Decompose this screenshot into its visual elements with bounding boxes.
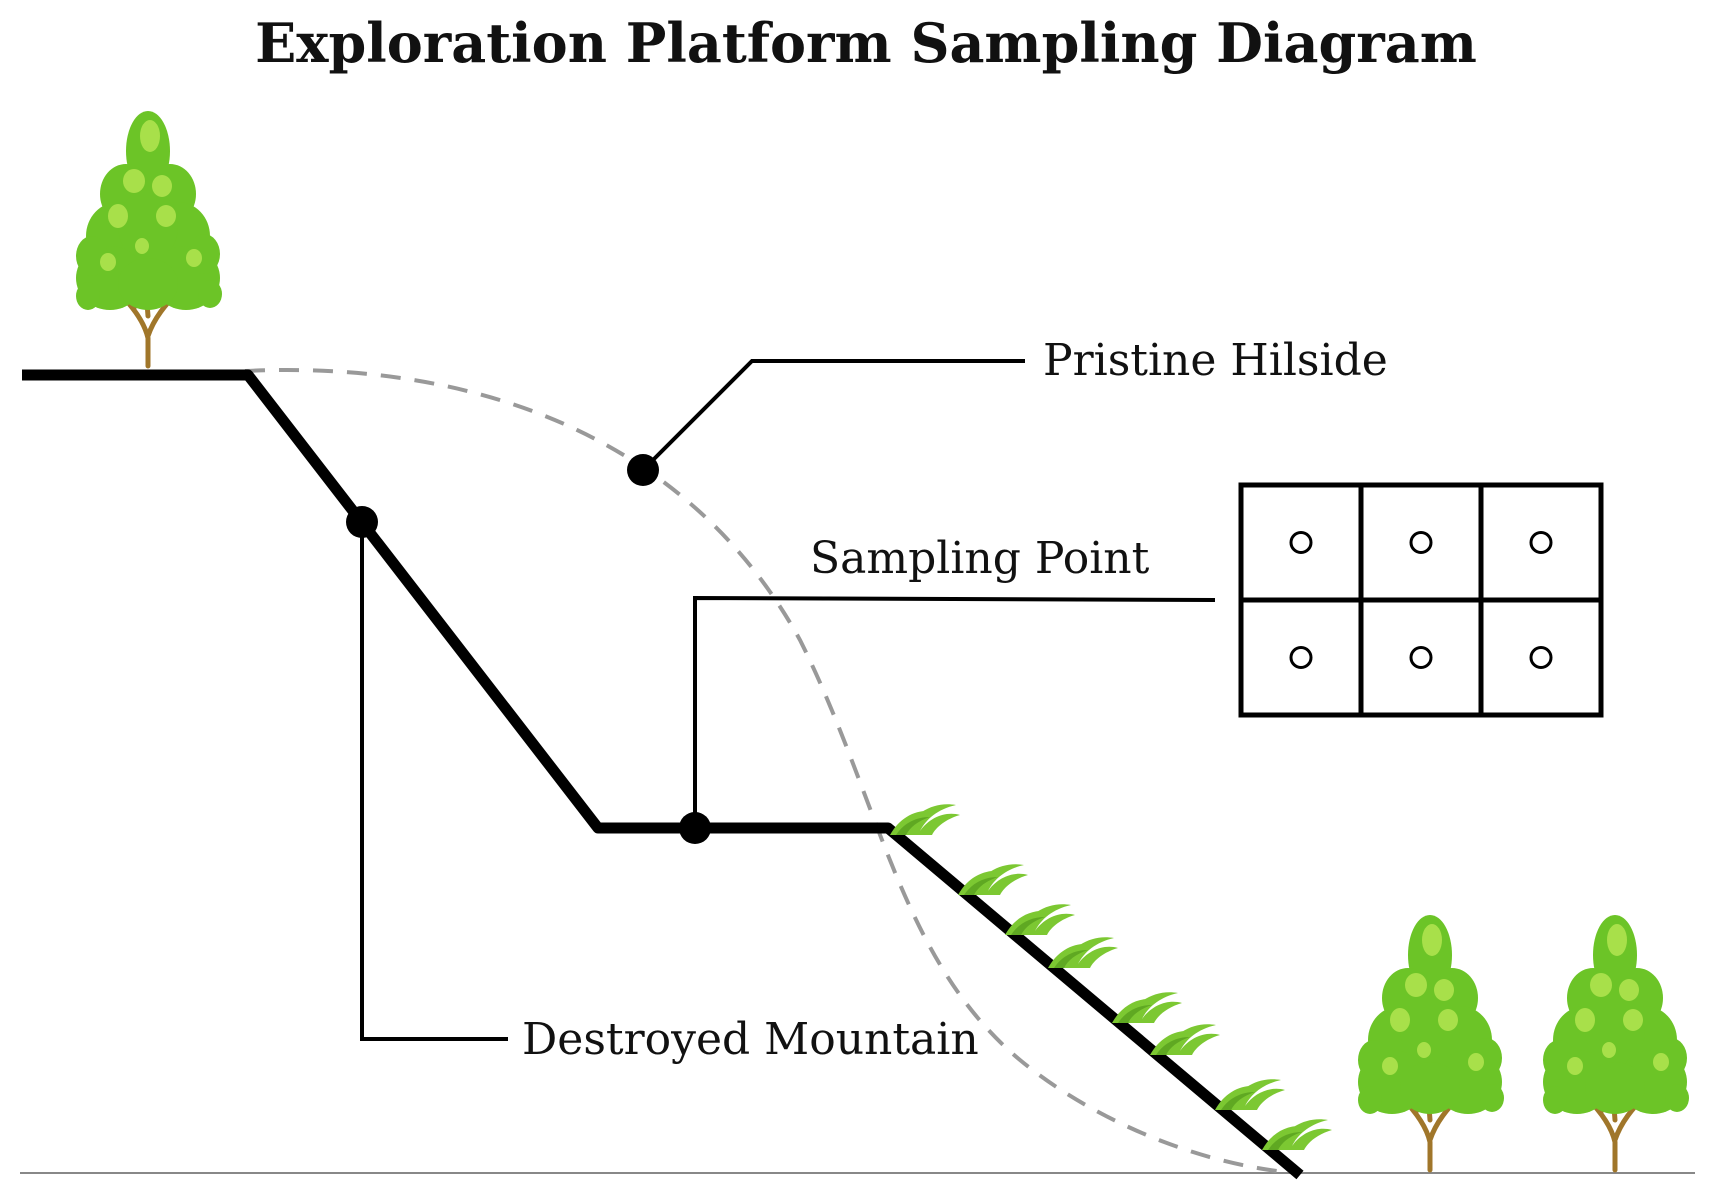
grass-icon	[1215, 1079, 1285, 1110]
sampling-grid-cell	[1358, 597, 1484, 718]
pristine-hillside-label: Pristine Hilside	[1043, 335, 1388, 386]
sample-location-marker	[1409, 646, 1433, 669]
destroyed-mountain-label: Destroyed Mountain	[522, 1014, 979, 1065]
grass-icon	[1112, 992, 1182, 1023]
tree-icon	[1543, 915, 1689, 1170]
sampling-point-marker	[679, 812, 711, 844]
sampling-grid-cell	[1358, 482, 1484, 603]
grass-icon	[890, 804, 960, 835]
pristine-hillside-profile	[244, 368, 1286, 1174]
grass-icon	[958, 864, 1028, 895]
tree-icon	[1358, 915, 1504, 1170]
destroyed-mountain-profile	[22, 369, 1304, 1180]
sample-location-marker	[1409, 531, 1433, 554]
sampling-point-leader	[693, 595, 1216, 828]
grass-icon	[1150, 1024, 1220, 1055]
destroyed-mountain-marker	[346, 506, 378, 538]
tree-icon	[76, 111, 222, 366]
grass-icon	[1005, 904, 1075, 935]
destroyed-mountain-leader	[360, 522, 508, 1041]
diagram-title: Exploration Platform Sampling Diagram	[255, 11, 1477, 75]
sampling-point-label: Sampling Point	[810, 533, 1150, 584]
grass-icon	[1262, 1119, 1332, 1150]
sampling-grid-cell	[1478, 597, 1604, 718]
sampling-grid-cell	[1238, 482, 1364, 603]
pristine-hillside-leader	[641, 359, 1025, 472]
sample-location-marker	[1289, 646, 1313, 669]
sampling-grid-cell	[1478, 482, 1604, 603]
sampling-grid	[1238, 482, 1604, 718]
pristine-hillside-marker	[627, 454, 659, 486]
sampling-grid-cell	[1238, 597, 1364, 718]
grass-icon	[1048, 937, 1118, 968]
sample-location-marker	[1289, 531, 1313, 554]
sample-location-marker	[1529, 531, 1553, 554]
sample-location-marker	[1529, 646, 1553, 669]
